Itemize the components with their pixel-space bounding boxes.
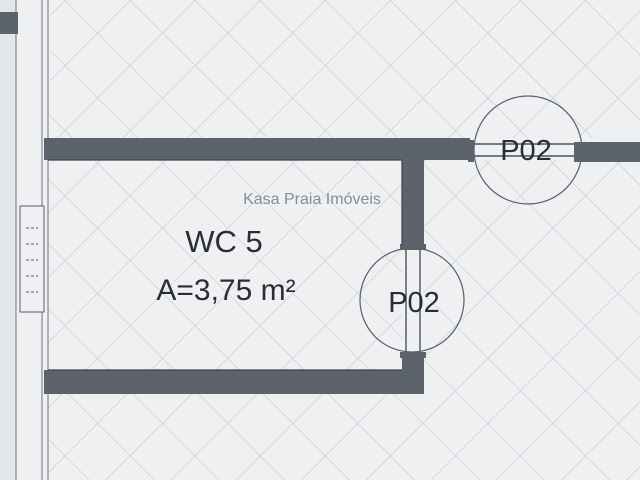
left-edge-strip	[0, 0, 16, 480]
wall-top-horizontal-right	[582, 142, 640, 162]
door-tag-top: P02	[500, 135, 552, 167]
door-tag-middle: P02	[388, 287, 440, 319]
wall-wc-right-upper	[402, 138, 424, 246]
door-top-jamb-left	[468, 140, 474, 162]
door-tag-circle-middle	[359, 247, 465, 353]
wall-bottom-horizontal	[44, 370, 424, 394]
tiled-floor-wc	[48, 160, 402, 370]
door-mid-jamb-top	[400, 244, 426, 250]
door-gap-middle	[402, 246, 424, 358]
room-name: WC 5	[185, 224, 263, 259]
door-gap-top	[470, 140, 582, 160]
door-mid-jamb-bottom	[400, 352, 426, 358]
room-area: A=3,75 m²	[156, 274, 295, 307]
tiled-floor-lower	[48, 394, 424, 480]
watermark-text: Kasa Praia Imóveis	[243, 191, 381, 208]
tiled-floor-upper	[50, 0, 640, 138]
door-top-jamb-right	[574, 142, 582, 162]
left-opening	[19, 205, 45, 313]
door-tag-circle-top	[473, 95, 583, 205]
wall-top-horizontal	[44, 138, 470, 160]
tiled-floor-right	[424, 160, 640, 480]
top-left-wall-stub	[0, 12, 18, 34]
